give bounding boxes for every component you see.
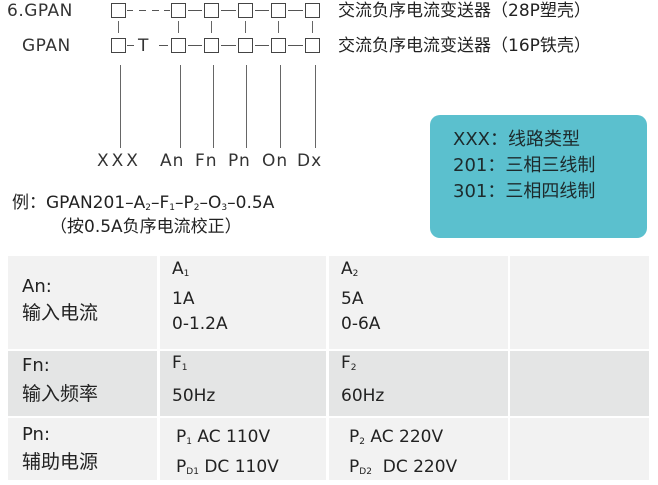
code-box bbox=[238, 38, 253, 53]
code-box bbox=[238, 3, 253, 18]
row-header-an: An: 输入电流 bbox=[8, 256, 157, 349]
cell-a2: A2 5A 0-6A bbox=[329, 256, 508, 349]
dash bbox=[288, 45, 303, 46]
row-name: 输入频率 bbox=[22, 383, 99, 405]
row-header-fn: Fn: 输入频率 bbox=[8, 351, 157, 416]
row-code: An: bbox=[22, 276, 52, 297]
dash bbox=[127, 10, 133, 11]
cell-f1: F1 50Hz bbox=[160, 351, 326, 416]
dash bbox=[188, 10, 202, 11]
example-prefix: 例：GPAN201 bbox=[12, 193, 126, 213]
code-box bbox=[204, 3, 219, 18]
line-type-legend: XXX：线路类型 201：三相三线制 301：三相四线制 bbox=[430, 115, 647, 238]
row-name: 输入电流 bbox=[22, 302, 99, 324]
legend-line-title: XXX：线路类型 bbox=[453, 129, 580, 150]
row-header-pn: Pn: 辅助电源 bbox=[8, 418, 157, 480]
model-prefix-iron: GPAN bbox=[22, 36, 71, 56]
model-description-iron: 交流负序电流变送器（16P铁壳） bbox=[338, 36, 591, 56]
connector-line bbox=[312, 21, 313, 33]
code-box bbox=[171, 38, 186, 53]
model-description-plastic: 交流负序电流变送器（28P塑壳） bbox=[338, 1, 591, 21]
cell-p2: P2 AC 220V PD2 DC 220V bbox=[329, 418, 508, 480]
code-label-fn: Fn bbox=[195, 151, 218, 171]
drop-line-dx bbox=[315, 65, 316, 148]
legend-line-201: 201：三相三线制 bbox=[453, 155, 596, 176]
dash bbox=[159, 45, 168, 46]
dash bbox=[255, 45, 269, 46]
row-code: Pn: bbox=[22, 424, 51, 445]
example-note: （按0.5A负序电流校正） bbox=[50, 217, 242, 237]
drop-line-fn bbox=[213, 65, 214, 148]
type-letter-t: T bbox=[138, 36, 149, 56]
row-code: Fn: bbox=[22, 355, 50, 376]
connector-line bbox=[278, 21, 279, 33]
code-box bbox=[305, 38, 320, 53]
code-label-an: An bbox=[160, 151, 185, 171]
code-label-on: On bbox=[262, 151, 289, 171]
model-prefix-plastic: 6.GPAN bbox=[7, 1, 73, 21]
dash bbox=[221, 45, 236, 46]
drop-line-xxx bbox=[120, 65, 121, 148]
code-box bbox=[305, 3, 320, 18]
code-box bbox=[271, 3, 286, 18]
dash bbox=[164, 10, 170, 11]
drop-line-on bbox=[280, 65, 281, 148]
dash bbox=[152, 10, 159, 11]
legend-line-301: 301：三相四线制 bbox=[453, 181, 596, 202]
cell-p1: P1 AC 110V PD1 DC 110V bbox=[160, 418, 326, 480]
code-label-pn: Pn bbox=[228, 151, 251, 171]
code-label-dx: Dx bbox=[297, 151, 323, 171]
code-box bbox=[111, 3, 126, 18]
row-name: 辅助电源 bbox=[22, 451, 99, 473]
cell-a1: A1 1A 0-1.2A bbox=[160, 256, 326, 349]
dash bbox=[288, 10, 303, 11]
cell-empty bbox=[510, 418, 649, 480]
dash bbox=[255, 10, 269, 11]
cell-empty bbox=[510, 351, 649, 416]
drop-line-an bbox=[180, 65, 181, 148]
connector-line bbox=[118, 21, 119, 33]
connector-line bbox=[245, 21, 246, 33]
dash bbox=[188, 45, 202, 46]
dash bbox=[139, 10, 146, 11]
code-box bbox=[204, 38, 219, 53]
code-label-xxx: XXX bbox=[97, 151, 141, 171]
example-suffix: 0.5A bbox=[235, 193, 275, 213]
connector-line bbox=[211, 21, 212, 33]
drop-line-pn bbox=[246, 65, 247, 148]
code-box bbox=[111, 38, 126, 53]
cell-empty bbox=[510, 256, 649, 349]
cell-f2: F2 60Hz bbox=[329, 351, 508, 416]
dash bbox=[221, 10, 236, 11]
code-box bbox=[271, 38, 286, 53]
connector-line bbox=[178, 21, 179, 33]
dash bbox=[127, 45, 134, 46]
code-box bbox=[171, 3, 186, 18]
example-model: 例：GPAN201–A2–F1–P2–O3–0.5A bbox=[12, 193, 275, 213]
